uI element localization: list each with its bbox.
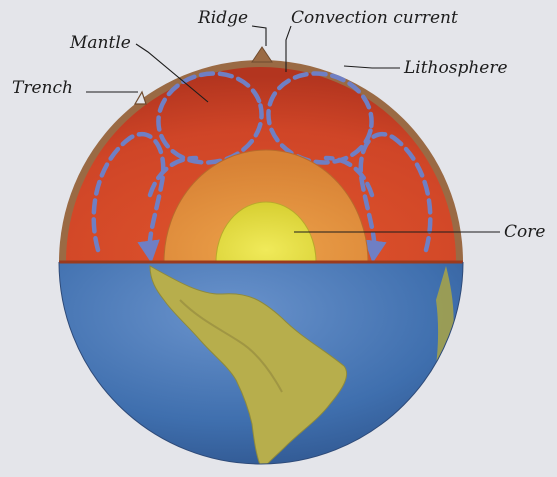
ridge-leader [252, 26, 266, 46]
convection-current-label: Convection current [291, 8, 458, 28]
lithosphere-label: Lithosphere [403, 58, 508, 78]
trench-notch [135, 92, 146, 104]
lithosphere-leader [344, 66, 400, 68]
trench-label: Trench [12, 78, 73, 98]
globe-lower-hemisphere [59, 262, 463, 470]
core-label: Core [504, 222, 545, 242]
mantle-label: Mantle [69, 33, 131, 53]
ridge-label: Ridge [197, 8, 248, 28]
ridge-bump [252, 47, 272, 62]
cutaway-section [59, 47, 463, 262]
